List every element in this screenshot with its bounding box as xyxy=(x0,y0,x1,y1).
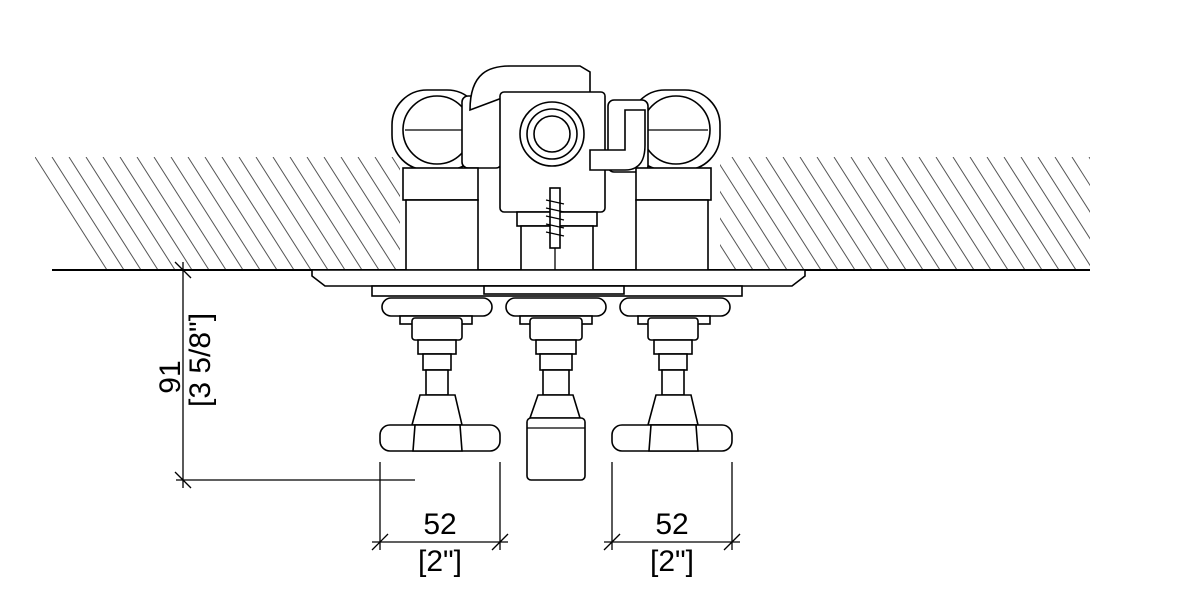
hatch-line xyxy=(867,156,941,270)
left-valve-handle xyxy=(379,297,501,452)
valve-body xyxy=(391,65,721,271)
hatch-line xyxy=(85,156,159,270)
hatch-line xyxy=(1037,156,1090,270)
right-handle-dimension: 52 [2"] xyxy=(603,462,741,578)
hatch-line xyxy=(1106,157,1177,270)
hatch-line xyxy=(323,156,397,270)
hatch-line xyxy=(187,156,261,270)
hatch-line xyxy=(272,156,346,270)
hatch-line xyxy=(119,156,193,270)
hatch-line xyxy=(969,156,1043,270)
hatch-line xyxy=(35,156,108,270)
hatch-line xyxy=(1003,156,1077,270)
hatch-line xyxy=(833,156,907,270)
height-dimension: 91 [3 5/8"] xyxy=(154,261,415,489)
hatch-line xyxy=(306,156,380,270)
left-handle-dimension: 52 [2"] xyxy=(371,462,509,578)
hatch-line xyxy=(1088,156,1090,270)
center-diverter xyxy=(505,297,607,481)
hatch-line xyxy=(901,156,975,270)
hatch-line xyxy=(850,156,924,270)
hatch-line xyxy=(1071,156,1090,270)
right-dim-value: 52 xyxy=(655,508,688,541)
hatch-line xyxy=(884,156,958,270)
hatch-line xyxy=(748,156,822,270)
hatch-line xyxy=(170,156,244,270)
hatch-line xyxy=(816,156,890,270)
hatch-line xyxy=(1140,157,1177,270)
hatch-line xyxy=(1123,157,1177,270)
height-dim-imperial: [3 5/8"] xyxy=(184,313,217,407)
hatch-line xyxy=(1054,156,1090,270)
hatch-line xyxy=(935,156,1009,270)
left-dim-value: 52 xyxy=(423,508,456,541)
hatch-line xyxy=(765,156,839,270)
hatch-line xyxy=(289,156,363,270)
hatch-line xyxy=(952,156,1026,270)
hatch-line xyxy=(1020,156,1090,270)
cover-plate xyxy=(311,269,806,297)
hatch-line xyxy=(714,156,788,270)
hatch-line xyxy=(255,156,329,270)
right-dim-imperial: [2"] xyxy=(650,545,694,578)
hatch-line xyxy=(986,156,1060,270)
hatch-line xyxy=(51,156,125,270)
hatch-line xyxy=(102,156,176,270)
hatch-line xyxy=(68,156,142,270)
hatch-line xyxy=(799,156,873,270)
right-valve-handle xyxy=(611,297,733,452)
hatch-line xyxy=(136,156,210,270)
hatch-line xyxy=(238,156,312,270)
hatch-line xyxy=(731,156,805,270)
left-dim-imperial: [2"] xyxy=(418,545,462,578)
hatch-line xyxy=(153,156,227,270)
height-dim-value: 91 xyxy=(154,360,187,393)
hatch-line xyxy=(1157,157,1177,270)
hatch-line xyxy=(221,156,295,270)
hatch-line xyxy=(782,156,856,270)
hatch-line xyxy=(204,156,278,270)
wall-hatching xyxy=(35,156,1177,270)
hatch-line xyxy=(918,156,992,270)
